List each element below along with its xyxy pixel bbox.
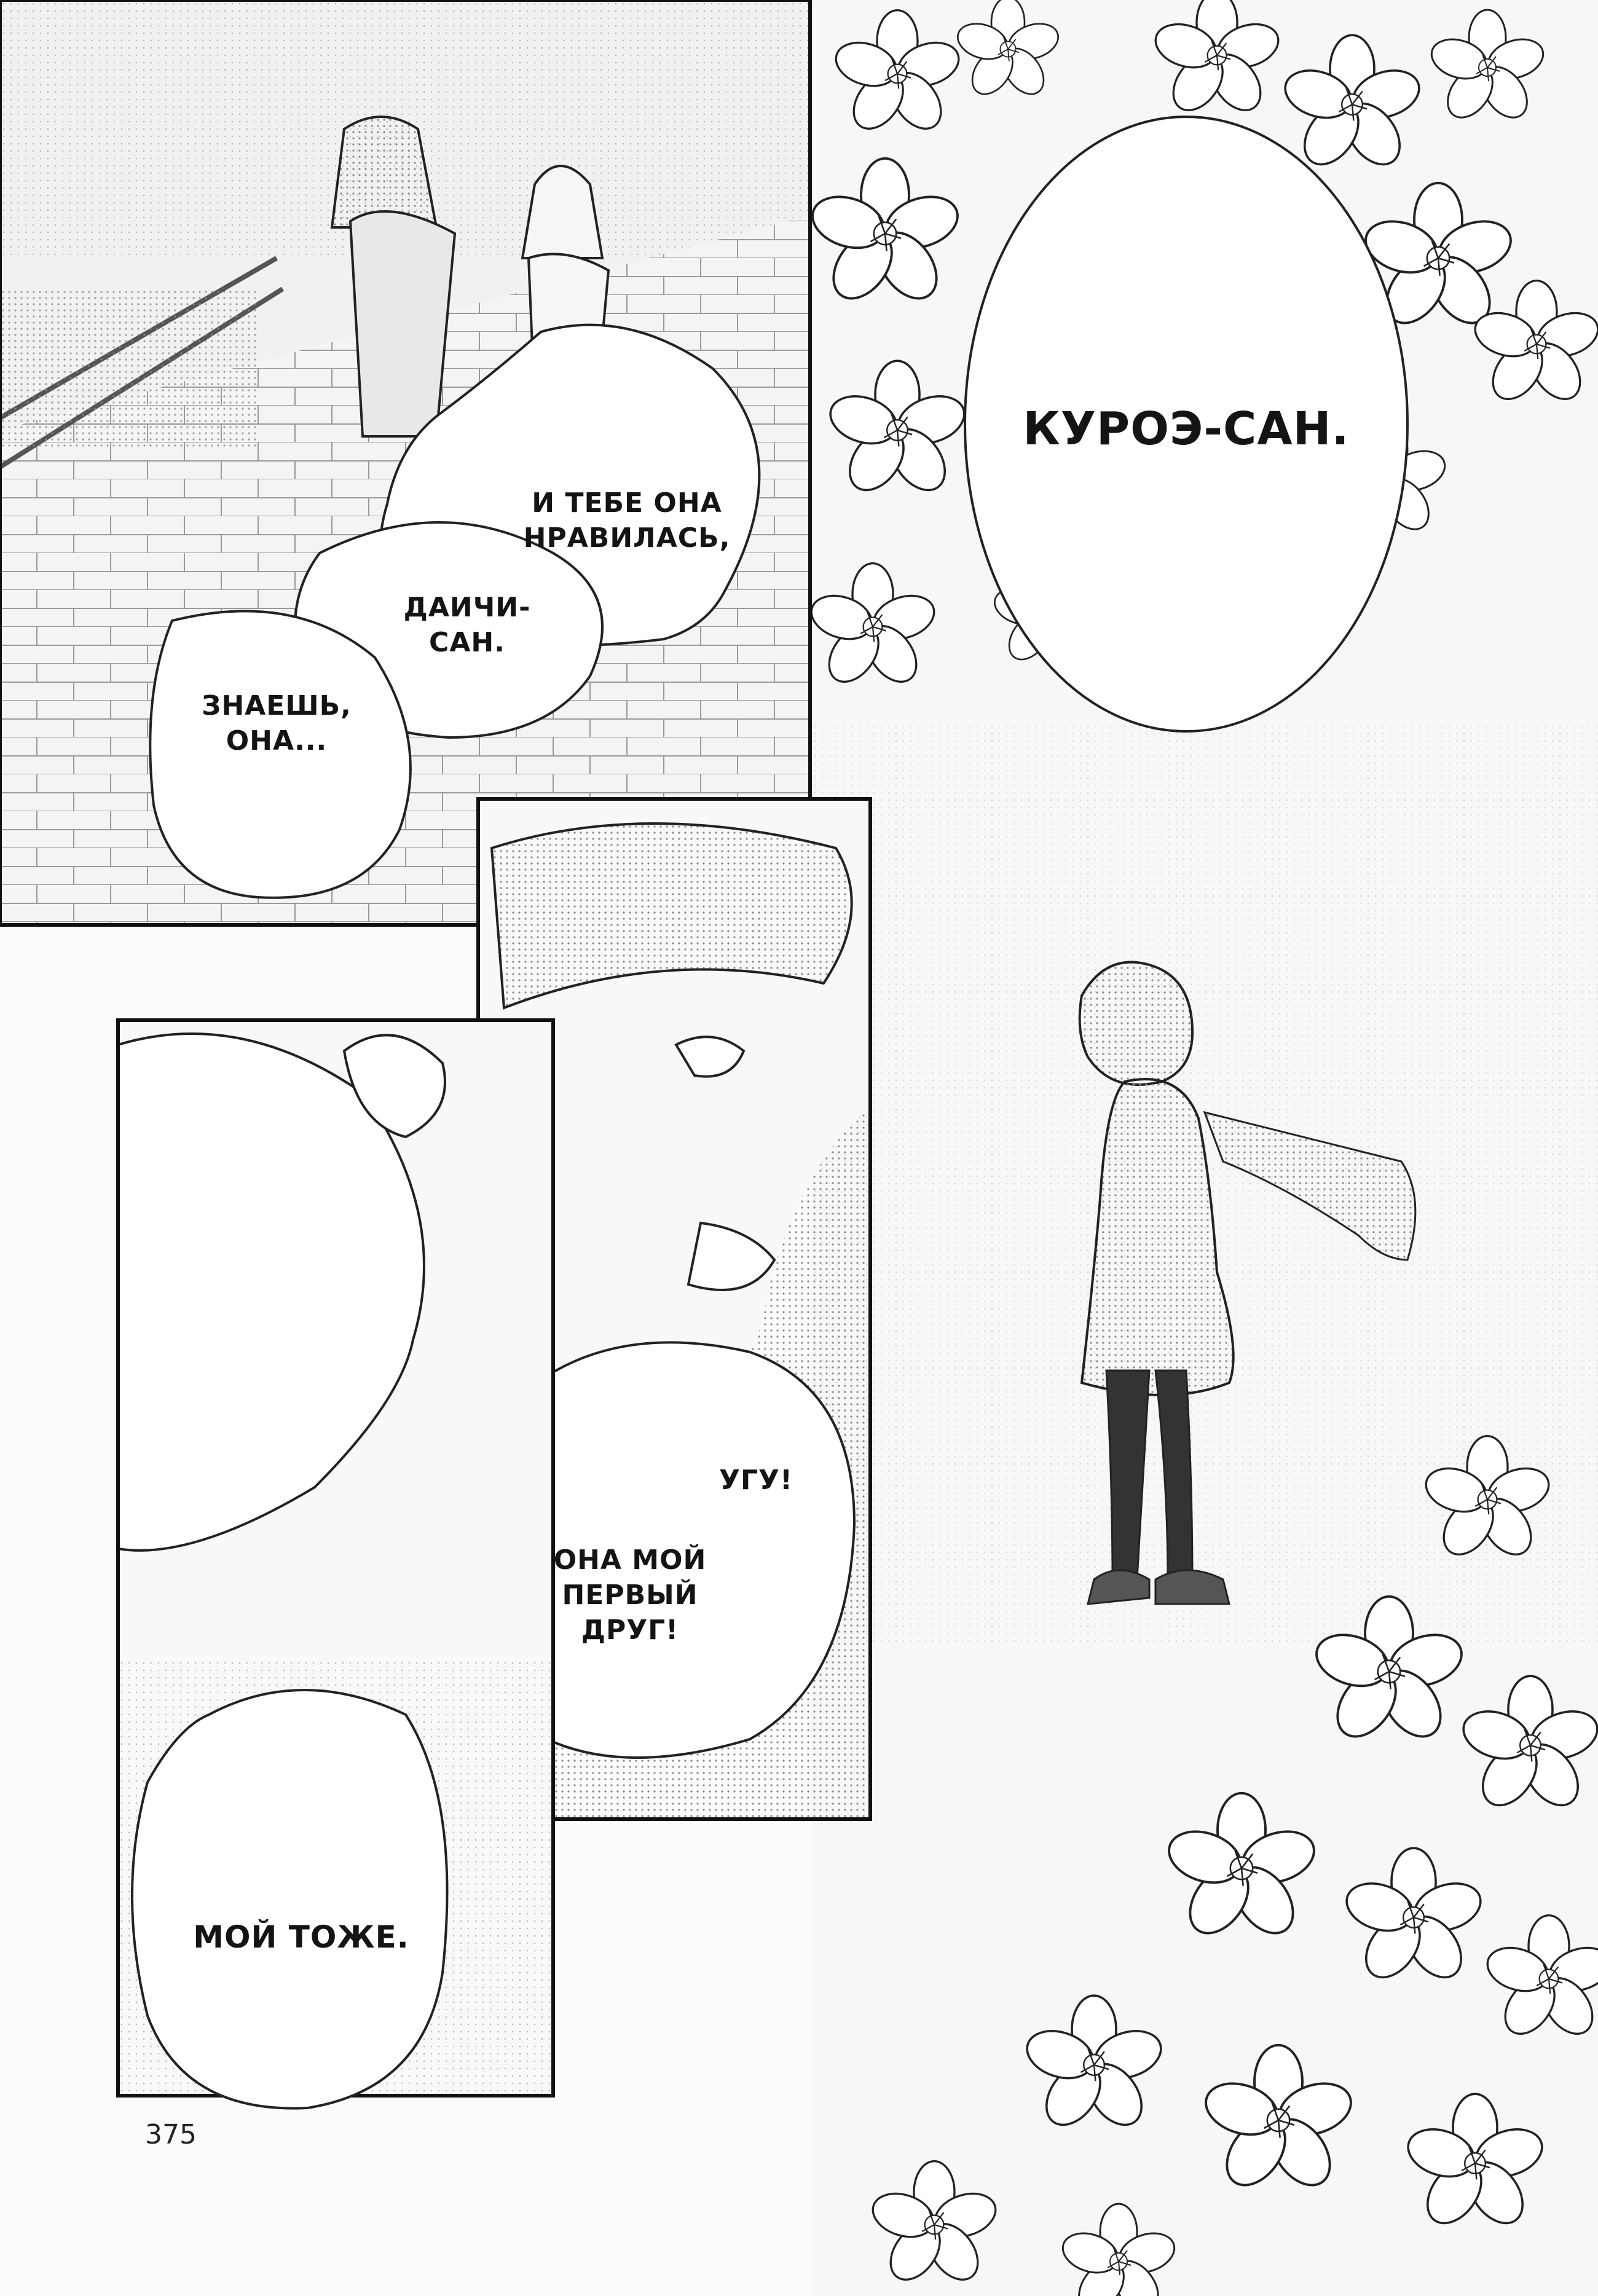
caption-kuroe-san: КУРОЭ-САН. (1023, 403, 1350, 455)
bubble-text-6: МОЙ ТОЖЕ. (193, 1919, 409, 1955)
bubble-text-3: ЗНАЕШЬ, ОНА... (202, 690, 352, 757)
speech-bubble-3 (149, 610, 412, 899)
bubble-text-4: УГУ! (719, 1464, 793, 1496)
bubble-text-2: ДАИЧИ-САН. (403, 592, 531, 659)
caption-bubble (964, 116, 1409, 733)
girl-figure (1078, 961, 1417, 1605)
bubble-text-5: ОНА МОЙ ПЕРВЫЙ ДРУГ! (553, 1544, 707, 1646)
speech-bubble-5 (131, 1689, 449, 2110)
bubble-text-1: И ТЕБЕ ОНА НРАВИЛАСЬ, (523, 487, 731, 554)
page-number: 375 (145, 2119, 197, 2150)
